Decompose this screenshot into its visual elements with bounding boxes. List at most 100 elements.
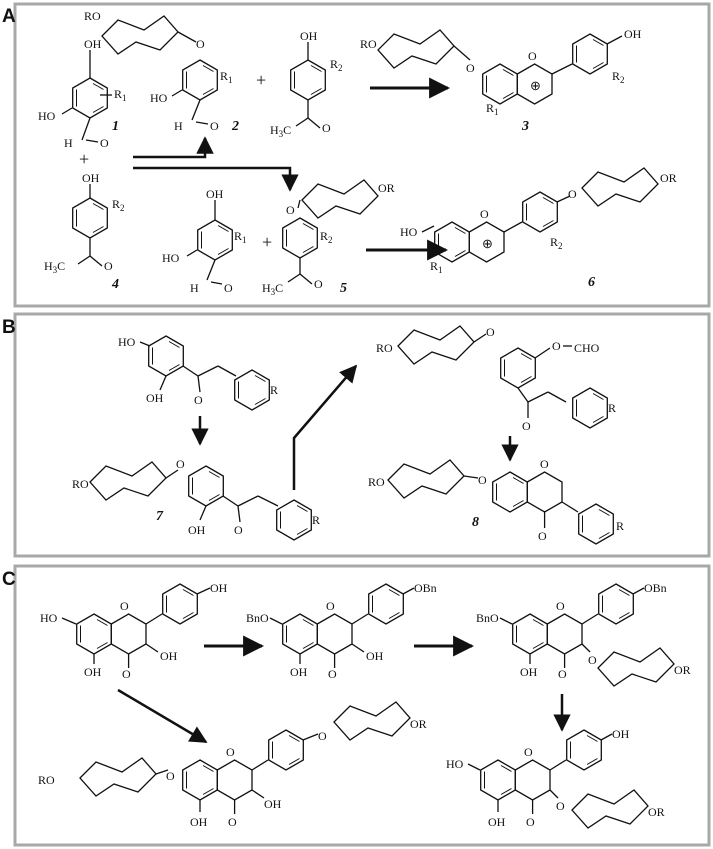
compound-4-r2: R2 bbox=[112, 197, 125, 213]
diglycoside-or: OR bbox=[410, 717, 427, 731]
compound-6-or: OR bbox=[660, 171, 677, 185]
compound-number-4: 4 bbox=[111, 277, 119, 292]
kaempferol-5-oh: OH bbox=[84, 665, 102, 679]
benzylated-obn: OBn bbox=[414, 581, 437, 595]
arrow-to-5 bbox=[133, 166, 299, 192]
kaempferol-3-oh: OH bbox=[160, 649, 178, 663]
compound-number-1: 1 bbox=[112, 119, 119, 134]
compound-1-oh: OH bbox=[84, 37, 102, 51]
compound-number-3: 3 bbox=[521, 119, 529, 134]
formyl-intermediate-structure: RO O O CHO O R bbox=[376, 325, 616, 433]
panel-c-structures: HO O OH O OH OH BnO O OH O bbox=[38, 581, 691, 829]
kaempferol-ring-o: O bbox=[120, 599, 129, 613]
compound-4-o: O bbox=[104, 259, 113, 273]
panel-a-structures: OH HO H O R1 1 + RO O HO H O R1 2 + bbox=[38, 9, 677, 297]
kaempferol-carbonyl-o: O bbox=[122, 667, 131, 681]
deoxybenzoin-top-ho-1: HO bbox=[118, 335, 136, 349]
panel-a-frame bbox=[13, 2, 711, 308]
compound-1-r1: R1 bbox=[114, 87, 127, 103]
compound-1-ho: HO bbox=[38, 109, 56, 123]
deoxybenzoin-top-o: O bbox=[194, 393, 203, 407]
diglycoside-4p-o: O bbox=[318, 729, 327, 743]
deprotected-carbonyl-o: O bbox=[526, 815, 535, 829]
deprotected-5-oh: OH bbox=[488, 815, 506, 829]
compound-5-h3c: H3C bbox=[262, 281, 283, 297]
plus-sign: + bbox=[256, 70, 266, 90]
compound-6-oplus: ⊕ bbox=[482, 236, 493, 251]
compound-2-o-link: O bbox=[196, 37, 205, 51]
compound-3-r2: R2 bbox=[612, 69, 625, 85]
compound-3-oh: OH bbox=[624, 27, 642, 41]
compound-number-6: 6 bbox=[588, 275, 595, 290]
compound-8-ring-o: O bbox=[540, 457, 549, 471]
deprotected-3-o: O bbox=[556, 799, 565, 813]
compound-3-r1: R1 bbox=[486, 101, 499, 117]
benzaldehyde-lower-o: O bbox=[224, 281, 233, 295]
compound-2-r1: R1 bbox=[220, 69, 233, 85]
benzylated-ring-o: O bbox=[326, 599, 335, 613]
benzaldehyde-lower-structure: OH HO H O R1 bbox=[162, 187, 247, 295]
panel-label-c: C bbox=[2, 569, 16, 590]
glycoside-carbonyl-o: O bbox=[558, 667, 567, 681]
glycoside-obn: OBn bbox=[644, 581, 667, 595]
compound-8-r: R bbox=[616, 519, 624, 533]
deprotected-4p-oh: OH bbox=[612, 727, 630, 741]
diglycoside-structure: RO O O OH O OH O OR bbox=[38, 701, 427, 829]
compound-8-carbonyl-o: O bbox=[538, 529, 547, 543]
arrow-to-2 bbox=[133, 136, 214, 159]
compound-6-o-link: O bbox=[568, 187, 577, 201]
compound-6-r1: R1 bbox=[430, 259, 443, 275]
deprotected-glycoside-structure: HO O OH O O OR OH bbox=[446, 727, 665, 829]
panel-b-structures: HO OH O R RO O OH O bbox=[72, 325, 624, 545]
compound-7-ro: RO bbox=[72, 477, 89, 491]
compound-5-or: OR bbox=[378, 181, 395, 195]
kaempferol-structure: HO O OH O OH OH bbox=[40, 581, 228, 681]
diglycoside-3-oh: OH bbox=[264, 797, 282, 811]
compound-2-o: O bbox=[210, 119, 219, 133]
compound-7-o-link: O bbox=[176, 457, 185, 471]
compound-3-ring-o: O bbox=[528, 49, 537, 63]
compound-5-structure: OR O H3C O R2 bbox=[262, 179, 395, 297]
benzaldehyde-lower-oh: OH bbox=[206, 187, 224, 201]
deoxybenzoin-top-structure: HO OH O R bbox=[118, 335, 278, 411]
plus-sign: + bbox=[262, 232, 272, 252]
compound-4-structure: OH H3C O R2 bbox=[44, 171, 125, 275]
kaempferol-ho: HO bbox=[40, 611, 58, 625]
compound-number-2: 2 bbox=[231, 119, 239, 134]
compound-2-ho: HO bbox=[150, 91, 168, 105]
diglycoside-carbonyl-o: O bbox=[228, 815, 237, 829]
glycoside-or: OR bbox=[674, 663, 691, 677]
formyl-intermediate-o-link: O bbox=[486, 325, 495, 339]
acetophenone-upper-structure: OH H3C O R2 bbox=[270, 29, 343, 139]
compound-3-ro: RO bbox=[360, 37, 377, 51]
compound-2-ro: RO bbox=[84, 9, 101, 23]
glycoside-3-o: O bbox=[588, 653, 597, 667]
formyl-intermediate-r: R bbox=[608, 401, 616, 415]
diglycoside-5-oh: OH bbox=[190, 815, 208, 829]
benzylated-bno: BnO bbox=[246, 611, 269, 625]
arrow-to-formate bbox=[292, 364, 358, 490]
compound-number-8: 8 bbox=[472, 515, 479, 530]
compound-7-oh: OH bbox=[188, 523, 206, 537]
compound-7-structure: RO O OH O R bbox=[72, 457, 320, 541]
compound-number-5: 5 bbox=[340, 281, 347, 296]
formyl-intermediate-cho: CHO bbox=[574, 341, 600, 355]
compound-8-o-link: O bbox=[478, 473, 487, 487]
acetophenone-upper-o: O bbox=[322, 121, 331, 135]
compound-6-r2: R2 bbox=[550, 235, 563, 251]
deprotected-ho: HO bbox=[446, 757, 464, 771]
acetophenone-upper-h3c: H3C bbox=[270, 123, 291, 139]
benzylated-5-oh: OH bbox=[290, 665, 308, 679]
compound-6-structure: HO O ⊕ O OR R2 R1 bbox=[400, 167, 677, 275]
deprotected-ring-o: O bbox=[524, 745, 533, 759]
deoxybenzoin-top-oh: OH bbox=[146, 391, 164, 405]
glycosylated-benzylated-structure: BnO O OH O O OR OBn bbox=[476, 581, 691, 687]
benzaldehyde-lower-ho: HO bbox=[162, 251, 180, 265]
panel-b-frame bbox=[13, 312, 711, 558]
formyl-intermediate-o: O bbox=[522, 419, 531, 433]
arrow-to-7-4p-glycoside bbox=[117, 688, 208, 744]
acetophenone-upper-r2: R2 bbox=[330, 57, 343, 73]
compound-3-structure: RO O O ⊕ OH R2 R1 bbox=[360, 27, 642, 117]
diglycoside-ro: RO bbox=[38, 773, 55, 787]
